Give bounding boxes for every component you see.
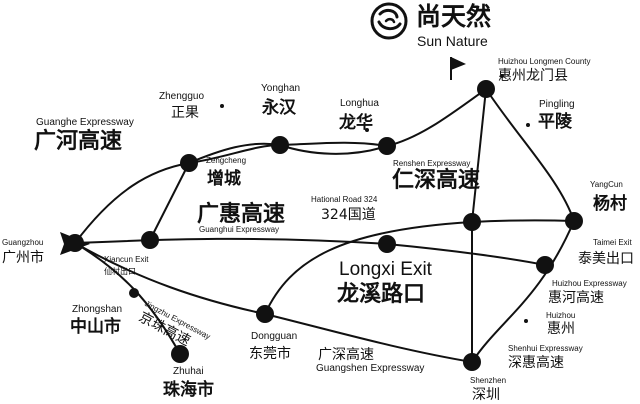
- city-huizhou-en: Huizhou: [546, 311, 576, 320]
- city-guangzhou-zh: 广州市: [2, 250, 44, 266]
- dot-xiancun: [141, 231, 159, 249]
- city-yonghan-zh: 永汉: [262, 98, 296, 118]
- exit-longxi-en: Longxi Exit: [339, 259, 432, 280]
- road-national324-zh: 324国道: [321, 207, 376, 223]
- exit-taimei-en: Taimei Exit: [593, 238, 632, 247]
- road-shenhui-zh: 深惠高速: [508, 355, 564, 371]
- swirl-logo-icon: [370, 2, 408, 40]
- city-yangcun-en: YangCun: [590, 180, 623, 189]
- road-guanghe-zh: 广河高速: [34, 129, 123, 154]
- dot-taimei: [536, 256, 554, 274]
- dot-shenzhen: [463, 353, 481, 371]
- road-shenhui: [471, 220, 575, 363]
- city-zengcheng-en: Zengcheng: [206, 156, 247, 165]
- dot-longxi: [378, 235, 396, 253]
- exit-taimei-zh: 泰美出口: [578, 251, 634, 267]
- city-huizhou-zh: 惠州: [547, 321, 575, 337]
- city-zhuhai-zh: 珠海市: [163, 380, 214, 400]
- road-guanghe-en: Guanghe Expressway: [36, 117, 134, 128]
- city-pingling-en: Pingling: [539, 99, 575, 110]
- city-longmen-zh: 惠州龙门县: [498, 68, 568, 84]
- dot-yangcun: [565, 212, 583, 230]
- road-national324-en: Hational Road 324: [311, 195, 378, 204]
- brand-name-zh: 尚天然: [416, 2, 492, 31]
- dot-guangzhou: [66, 234, 84, 252]
- dot-longhua: [378, 137, 396, 155]
- city-pingling-zh: 平陵: [538, 112, 572, 132]
- dot-zhuhai: [171, 345, 189, 363]
- dot-yonghan: [271, 136, 289, 154]
- dot-dongguan: [256, 305, 274, 323]
- city-zengcheng-zh: 增城: [207, 169, 241, 189]
- city-dongguan-zh: 东莞市: [249, 346, 291, 362]
- road-national324: [264, 219, 575, 315]
- road-zengcheng-spur: [149, 162, 190, 241]
- road-huihe-en: Huizhou Expressway: [552, 279, 627, 288]
- road-guanghui-zh: 广惠高速: [197, 202, 286, 227]
- road-renshen-zh: 仁深高速: [392, 168, 481, 193]
- city-zhengguo-en: Zhengguo: [159, 91, 205, 102]
- dot-renshen-junction: [463, 213, 481, 231]
- road-guangshen-zh: 广深高速: [318, 347, 374, 363]
- road-guangshen-en: Guangshen Expressway: [316, 363, 425, 374]
- city-guangzhou-en: Guangzhou: [2, 238, 44, 247]
- road-renshen-en: Renshen Expressway: [393, 159, 471, 168]
- city-zhongshan-zh: 中山市: [70, 317, 121, 337]
- flag-icon: [450, 57, 466, 80]
- city-longhua-en: Longhua: [340, 98, 379, 109]
- exit-xiancun-zh: 仙村出口: [104, 267, 136, 276]
- city-longmen-en: Huizhou Longmen County: [498, 57, 591, 66]
- dot-longmen: [477, 80, 495, 98]
- dot-zengcheng: [180, 154, 198, 172]
- exit-xiancun-en: Xiancun Exit: [104, 255, 149, 264]
- road-longmen-yangcun: [485, 88, 575, 222]
- road-shenhui-en: Shenhui Expressway: [508, 344, 583, 353]
- city-dongguan-en: Dongguan: [251, 331, 298, 342]
- road-huihe-zh: 惠河高速: [548, 290, 604, 306]
- dot-zhongshan: [129, 288, 139, 298]
- city-zhongshan-en: Zhongshan: [72, 304, 123, 315]
- city-shenzhen-zh: 深圳: [472, 387, 500, 403]
- city-zhuhai-en: Zhuhai: [173, 366, 204, 377]
- exit-longxi-zh: 龙溪路口: [337, 282, 426, 307]
- city-shenzhen-en: Shenzhen: [470, 376, 507, 385]
- road-guanghui-en: Guanghui Expressway: [199, 225, 280, 234]
- brand-name-en: Sun Nature: [417, 33, 488, 49]
- city-zhengguo-zh: 正果: [171, 105, 199, 121]
- city-yonghan-en: Yonghan: [261, 83, 301, 94]
- city-yangcun-zh: 杨村: [593, 194, 627, 214]
- city-longhua-zh: 龙华: [339, 113, 373, 133]
